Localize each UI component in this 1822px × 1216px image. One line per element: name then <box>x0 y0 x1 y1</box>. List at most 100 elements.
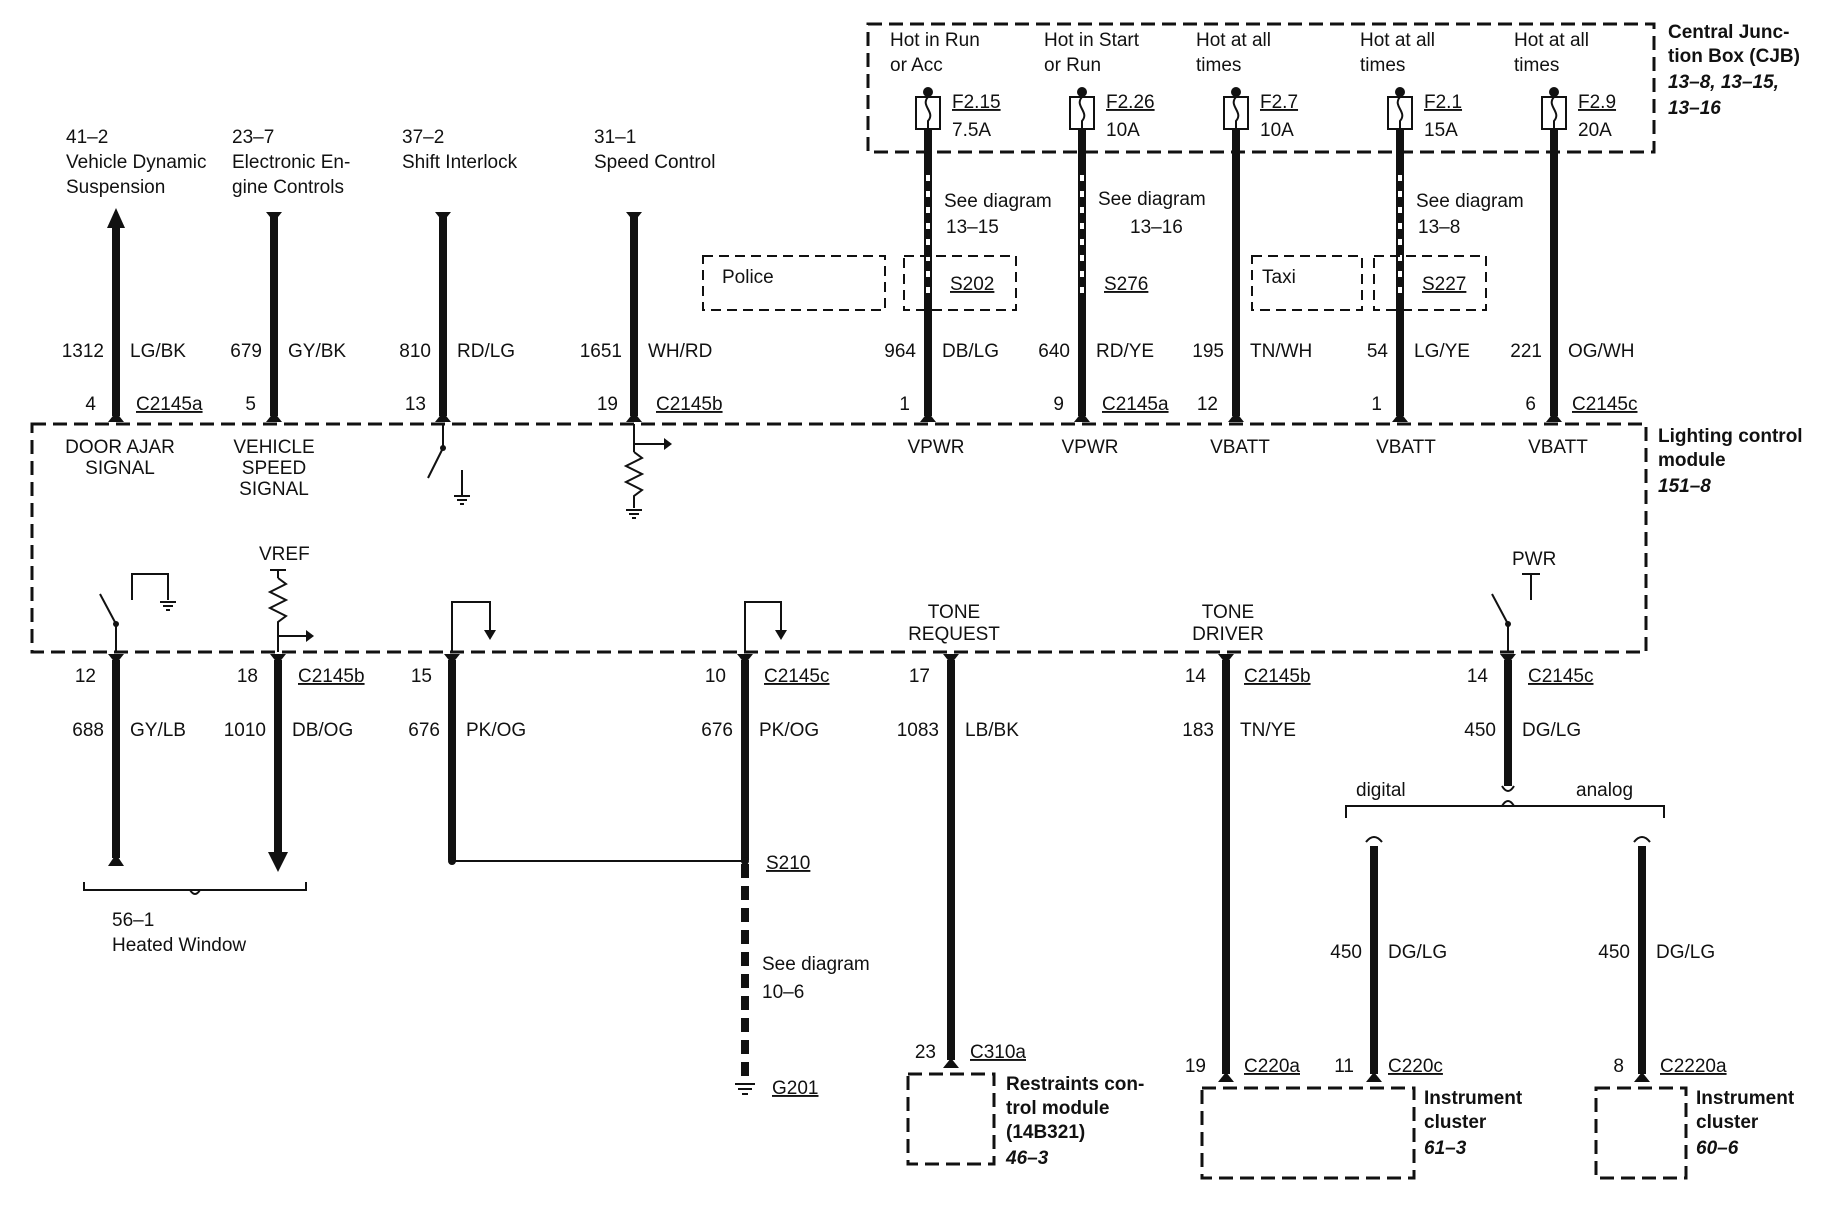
dest-ref: 31–1 <box>594 127 636 148</box>
wire-color: GY/LB <box>130 720 186 741</box>
dest-name-line1: Speed Control <box>594 152 715 173</box>
splice-dot <box>448 857 456 865</box>
top-pin-labels: 4 C2145a 5 13 19 C2145b 1 9 C2145a 12 1 … <box>85 394 1637 415</box>
vref-label: VREF <box>259 544 310 565</box>
connector-id: C310a <box>970 1042 1026 1063</box>
wire-color: RD/LG <box>457 341 515 362</box>
arrow-down-icon <box>268 852 288 872</box>
connector-pin-icon <box>626 412 642 422</box>
connector-pin-icon <box>1074 412 1090 422</box>
option-box <box>702 255 886 311</box>
wire-end-cap-icon <box>1633 836 1651 843</box>
connector-id: C2145b <box>298 666 365 687</box>
connector-pin-icon <box>1546 412 1562 422</box>
branch-digital: digital <box>1356 780 1406 801</box>
tap-arrow-icon <box>306 630 314 642</box>
top-destination-speed-control: 31–1 Speed Control <box>594 127 715 173</box>
fuse-element <box>1396 96 1404 129</box>
splice-s227: S227 <box>1373 255 1487 311</box>
splice-dot <box>741 857 749 865</box>
signal-vbatt: VBATT <box>1528 437 1588 458</box>
pin-number: 6 <box>1525 394 1536 415</box>
branch-notch <box>1501 800 1515 807</box>
option-box <box>1251 255 1363 311</box>
wire-color: GY/BK <box>288 341 346 362</box>
see-diagram-label: See diagram <box>1416 191 1524 212</box>
splice-dot <box>1396 279 1404 287</box>
circuit-number: 676 <box>408 720 440 741</box>
signal-door-ajar-2: SIGNAL <box>85 458 155 479</box>
connector-id: C2145a <box>1102 394 1169 415</box>
pin-number: 9 <box>1053 394 1064 415</box>
dest-name: Heated Window <box>112 935 246 956</box>
fuse-id: F2.7 <box>1260 92 1298 113</box>
fuse-amp: 10A <box>1106 120 1140 141</box>
connector-id: C2145c <box>1528 666 1594 687</box>
central-junction-box: Central Junc- tion Box (CJB) 13–8, 13–15… <box>866 22 1800 154</box>
fuse-hot-label-4b: times <box>1360 55 1405 76</box>
component-name-line2: cluster <box>1424 1112 1487 1133</box>
fuse-element <box>1232 96 1240 129</box>
connector-id: C2145b <box>656 394 723 415</box>
component-name-line1: Instrument <box>1424 1088 1523 1109</box>
instrument-cluster-digital: 19 C220a 11 C220c Instrument cluster 61–… <box>1185 1056 1523 1180</box>
connector-pin-icon <box>920 412 936 422</box>
signal-vpwr: VPWR <box>1062 437 1119 458</box>
fuse-terminal-dot <box>923 87 933 97</box>
wire-color: PK/OG <box>759 720 819 741</box>
see-diagram-label: See diagram <box>944 191 1052 212</box>
connector-id: C2145c <box>1572 394 1638 415</box>
lighting-control-module: Lighting control module 151–8 <box>30 422 1803 654</box>
connector-pin-icon <box>626 212 642 222</box>
splice-label: S276 <box>1104 274 1148 295</box>
connector-pin-icon <box>943 1058 959 1068</box>
loop-lead <box>744 601 782 652</box>
pin-number: 1 <box>899 394 910 415</box>
pk-og-loop-icon-1 <box>451 601 496 652</box>
resistor-zigzag <box>267 577 289 652</box>
splice-box <box>903 255 1017 311</box>
wire-color: DB/OG <box>292 720 353 741</box>
circuit-number: 1083 <box>897 720 939 741</box>
signal-vbatt: VBATT <box>1376 437 1436 458</box>
connector-id: C220a <box>1244 1056 1300 1077</box>
pin-number: 4 <box>85 394 96 415</box>
wire-color: PK/OG <box>466 720 526 741</box>
pwr-label: PWR <box>1512 549 1556 570</box>
fuse-amp: 10A <box>1260 120 1294 141</box>
signal-tone-driver-1: TONE <box>1202 602 1254 623</box>
circuit-number: 450 <box>1464 720 1496 741</box>
see-diagram-ref: 13–16 <box>1130 217 1183 238</box>
dest-name-line1: Electronic En- <box>232 152 350 173</box>
pin-number: 12 <box>75 666 96 687</box>
fuse-hot-label-3a: Hot at all <box>1196 30 1271 51</box>
loop-lead <box>451 601 491 652</box>
wire-color: TN/YE <box>1240 720 1296 741</box>
pin-number: 12 <box>1197 394 1218 415</box>
module-ref: 151–8 <box>1658 476 1711 497</box>
connector-id: C2220a <box>1660 1056 1727 1077</box>
bottom-wire-labels: 688 GY/LB 1010 DB/OG 676 PK/OG 676 PK/OG… <box>72 720 1715 963</box>
fuse-hot-label-2b: or Run <box>1044 55 1101 76</box>
fuse-terminal-dot <box>1231 87 1241 97</box>
connector-pin-icon <box>108 854 124 866</box>
circuit-number: 195 <box>1192 341 1224 362</box>
dest-name-line1: Shift Interlock <box>402 152 518 173</box>
label-mask <box>1094 178 1216 240</box>
connector-pin-icon <box>1392 412 1408 422</box>
fuse-amp: 7.5A <box>952 120 991 141</box>
pin-number: 1 <box>1371 394 1382 415</box>
switch-blade <box>427 447 444 479</box>
switch-return <box>131 573 169 600</box>
connector-pin-icon <box>1366 1072 1382 1082</box>
circuit-number: 810 <box>399 341 431 362</box>
cjb-outline <box>866 22 1656 154</box>
arrow-down-icon <box>484 630 496 640</box>
see-diagram-label: See diagram <box>762 954 870 975</box>
splice-s202: S202 <box>903 255 1017 311</box>
dest-ref: 37–2 <box>402 127 444 148</box>
fuse-id: F2.15 <box>952 92 1001 113</box>
splice-dot <box>1078 279 1086 287</box>
component-ref: 61–3 <box>1424 1138 1467 1159</box>
